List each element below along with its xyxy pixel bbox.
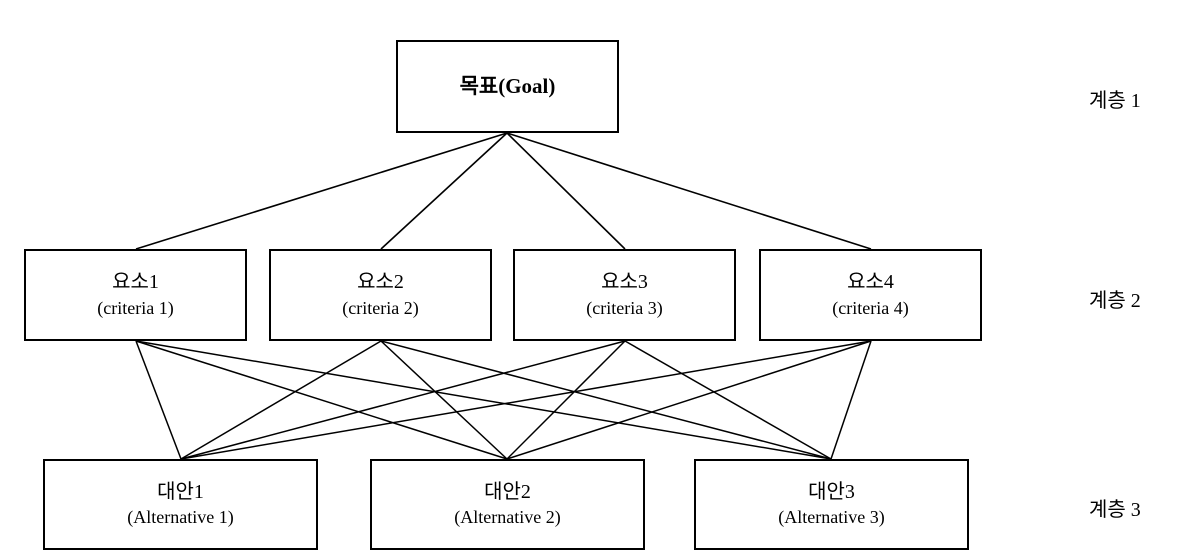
edge-criteria-3-to-alternative-1 — [180, 340, 626, 460]
layer-label-3: 계층 3 — [1089, 499, 1141, 521]
criteria-node-3-label-ko: 요소3 — [601, 271, 648, 294]
layer-label-2: 계층 2 — [1089, 290, 1141, 312]
edge-criteria-1-to-alternative-3 — [135, 340, 832, 460]
edge-criteria-2-to-alternative-3 — [380, 340, 832, 460]
edge-criteria-1-to-alternative-2 — [135, 340, 508, 460]
edge-criteria-2-to-alternative-1 — [180, 340, 382, 460]
criteria-node-3[interactable]: 요소3 (criteria 3) — [513, 249, 736, 341]
criteria-node-1[interactable]: 요소1 (criteria 1) — [24, 249, 247, 341]
alternative-node-2-label-ko: 대안2 — [484, 480, 531, 503]
edge-criteria-4-to-alternative-2 — [506, 340, 872, 460]
edge-criteria-4-to-alternative-1 — [180, 340, 872, 460]
edge-goal-to-criteria-2 — [380, 132, 508, 250]
criteria-node-2[interactable]: 요소2 (criteria 2) — [269, 249, 492, 341]
criteria-node-1-label-ko: 요소1 — [112, 271, 159, 294]
criteria-node-1-label-en: (criteria 1) — [97, 297, 174, 318]
edge-criteria-3-to-alternative-3 — [624, 340, 832, 460]
edge-goal-to-criteria-1 — [135, 132, 508, 250]
goal-label: 목표(Goal) — [459, 74, 556, 99]
criteria-node-4-label-ko: 요소4 — [847, 271, 894, 294]
edge-goal-to-criteria-4 — [506, 132, 872, 250]
alternative-node-3-label-en: (Alternative 3) — [778, 507, 885, 528]
criteria-node-2-label-ko: 요소2 — [357, 271, 404, 294]
edge-criteria-2-to-alternative-2 — [380, 340, 508, 460]
alternative-node-1-label-ko: 대안1 — [157, 480, 204, 503]
alternative-node-1-label-en: (Alternative 1) — [127, 507, 234, 528]
criteria-node-4[interactable]: 요소4 (criteria 4) — [759, 249, 982, 341]
alternative-node-1[interactable]: 대안1 (Alternative 1) — [43, 459, 318, 550]
alternative-node-3-label-ko: 대안3 — [808, 480, 855, 503]
layer-label-1: 계층 1 — [1089, 90, 1141, 112]
alternative-node-2[interactable]: 대안2 (Alternative 2) — [370, 459, 645, 550]
edge-criteria-1-to-alternative-1 — [135, 340, 182, 460]
goal-node[interactable]: 목표(Goal) — [396, 40, 619, 133]
alternative-node-2-label-en: (Alternative 2) — [454, 507, 561, 528]
edge-criteria-4-to-alternative-3 — [830, 340, 872, 460]
alternative-node-3[interactable]: 대안3 (Alternative 3) — [694, 459, 969, 550]
edge-goal-to-criteria-3 — [506, 132, 626, 250]
edge-criteria-3-to-alternative-2 — [506, 340, 626, 460]
criteria-node-3-label-en: (criteria 3) — [586, 297, 663, 318]
criteria-node-4-label-en: (criteria 4) — [832, 297, 909, 318]
criteria-node-2-label-en: (criteria 2) — [342, 297, 419, 318]
